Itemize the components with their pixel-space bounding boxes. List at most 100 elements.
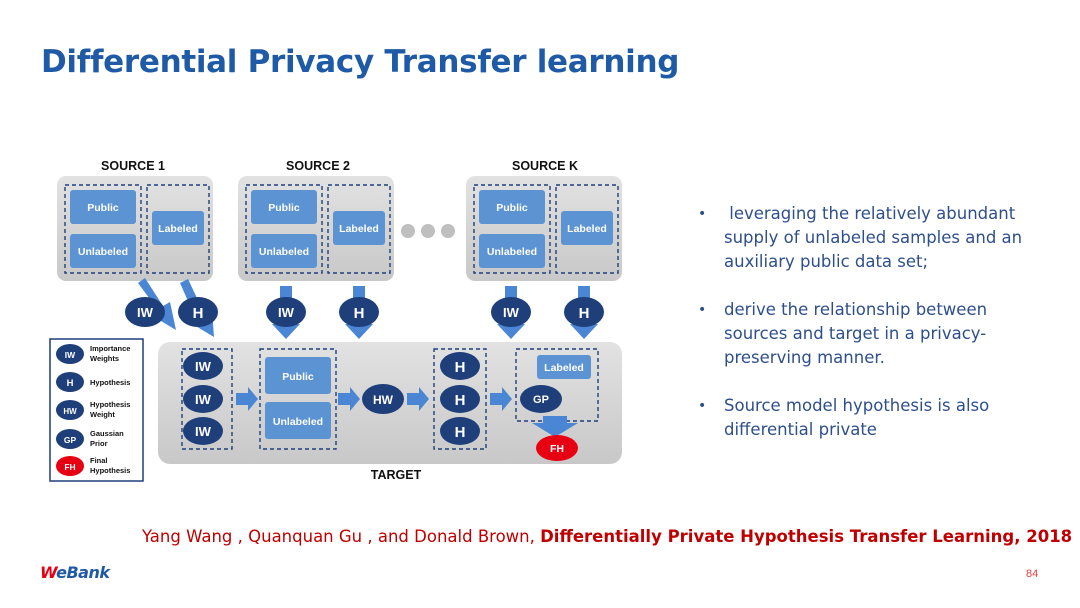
citation: Yang Wang , Quanquan Gu , and Donald Bro… xyxy=(142,527,1072,546)
source-k-unlabeled-frame xyxy=(473,184,551,274)
legend-item-hw: HW Hypothesis Weight xyxy=(56,400,130,420)
logo-text: eBank xyxy=(56,563,110,582)
target-unlabeled-box xyxy=(265,402,331,439)
target-public-box xyxy=(265,357,331,394)
target-h-frame xyxy=(433,348,487,450)
target-title: TARGET xyxy=(371,468,422,482)
arrow-to-fh xyxy=(532,416,578,437)
target-labeled-label: Labeled xyxy=(544,362,584,374)
source-1-group: SOURCE 1 Public Unlabeled Labeled xyxy=(57,159,213,281)
arrow-data-to-hw xyxy=(338,387,360,411)
source-k-labeled-box xyxy=(561,211,613,245)
citation-authors: Yang Wang , Quanquan Gu , and Donald Bro… xyxy=(142,527,541,546)
legend-gp-desc-2: Prior xyxy=(90,439,108,448)
transfer-learning-diagram: SOURCE 1 Public Unlabeled Labeled SOURCE… xyxy=(49,159,622,482)
legend-hw-abbr: HW xyxy=(63,407,77,416)
source-k-public-label: Public xyxy=(496,202,528,214)
legend-item-gp: GP Gaussian Prior xyxy=(56,429,124,449)
legend-hw-desc-2: Weight xyxy=(90,410,115,419)
target-fh-label: FH xyxy=(550,443,564,455)
source-2-iw-label: IW xyxy=(278,305,295,320)
legend-h-desc-1: Hypothesis xyxy=(90,378,130,387)
source-1-labeled-frame xyxy=(146,184,210,274)
legend-fh-desc-2: Hypothesis xyxy=(90,466,130,475)
source-k-group: SOURCE K Public Unlabeled Labeled xyxy=(466,159,622,281)
ellipsis-dots xyxy=(401,224,455,238)
target-group: TARGET IW IW IW Public Unlabeled HW H H … xyxy=(158,342,622,482)
source-2-group: SOURCE 2 Public Unlabeled Labeled xyxy=(238,159,394,281)
source-2-unlabeled-label: Unlabeled xyxy=(259,246,309,258)
legend-item-h: H Hypothesis xyxy=(56,372,130,392)
slide-title: Differential Privacy Transfer learning xyxy=(41,44,680,80)
source-2-public-label: Public xyxy=(268,202,300,214)
target-iw-node-1 xyxy=(183,352,223,380)
source-1-unlabeled-box xyxy=(70,234,136,268)
source-2-title: SOURCE 2 xyxy=(286,159,350,173)
target-hw-node xyxy=(362,384,404,414)
target-unlabeled-label: Unlabeled xyxy=(273,416,323,428)
legend-gp-desc-1: Gaussian xyxy=(90,429,124,438)
legend-fh-abbr: FH xyxy=(64,462,75,472)
legend: IW Importance Weights H Hypothesis HW Hy… xyxy=(49,338,144,482)
source-k-iw-node xyxy=(491,297,531,327)
source-1-unlabeled-label: Unlabeled xyxy=(78,246,128,258)
source-k-iw-label: IW xyxy=(503,305,520,320)
source-2-outputs: IW H xyxy=(266,286,379,339)
webank-logo: WeBank xyxy=(40,563,110,582)
target-h-node-1 xyxy=(440,352,480,380)
source-2-unlabeled-frame xyxy=(245,184,323,274)
source-2-labeled-frame xyxy=(327,184,391,274)
source-k-unlabeled-label: Unlabeled xyxy=(487,246,537,258)
legend-h-abbr: H xyxy=(67,378,74,389)
target-data-frame xyxy=(259,348,337,450)
legend-iw-abbr: IW xyxy=(65,350,76,360)
source-1-iw-label: IW xyxy=(137,305,154,320)
target-gp-node xyxy=(520,385,562,413)
source-1-public-box xyxy=(70,190,136,224)
source-2-h-node xyxy=(339,297,379,327)
source-1-public-label: Public xyxy=(87,202,119,214)
source-k-h-node xyxy=(564,297,604,327)
target-gp-label: GP xyxy=(533,394,549,406)
arrow-hw-to-h xyxy=(407,387,429,411)
bullet-item: • leveraging the relatively abundant sup… xyxy=(698,202,1028,274)
legend-item-fh: FH Final Hypothesis xyxy=(56,456,130,476)
bullet-item: • Source model hypothesis is also differ… xyxy=(698,394,1028,442)
arrow-h-to-gp xyxy=(490,387,512,411)
logo-letter-w: W xyxy=(40,563,57,582)
source-2-labeled-box xyxy=(333,211,385,245)
target-labeled-box xyxy=(537,355,591,379)
target-iw-frame xyxy=(181,348,233,450)
source-k-unlabeled-box xyxy=(479,234,545,268)
target-iw-label-1: IW xyxy=(195,359,212,374)
target-h-label-3: H xyxy=(455,424,466,441)
source-2-labeled-label: Labeled xyxy=(339,223,379,235)
target-hw-label: HW xyxy=(373,393,394,407)
source-k-outputs: IW H xyxy=(491,286,604,339)
target-iw-label-2: IW xyxy=(195,392,212,407)
bullet-dot: • xyxy=(698,206,707,222)
bullet-list: • leveraging the relatively abundant sup… xyxy=(698,202,1028,466)
legend-iw-desc-1: Importance xyxy=(90,344,130,353)
target-iw-node-3 xyxy=(183,417,223,445)
source-1-h-label: H xyxy=(193,305,204,322)
source-2-public-box xyxy=(251,190,317,224)
source-1-h-node xyxy=(178,297,218,327)
target-fh-node xyxy=(536,435,578,461)
bullet-dot: • xyxy=(698,398,707,414)
citation-paper-title: Differentially Private Hypothesis Transf… xyxy=(540,527,1073,546)
source-1-iw-node xyxy=(125,297,165,327)
source-k-labeled-label: Labeled xyxy=(567,223,607,235)
target-h-label-2: H xyxy=(455,392,466,409)
legend-hw-desc-1: Hypothesis xyxy=(90,400,130,409)
source-1-labeled-label: Labeled xyxy=(158,223,198,235)
target-iw-node-2 xyxy=(183,385,223,413)
page-number: 84 xyxy=(1026,568,1039,580)
bullet-text: derive the relationship between sources … xyxy=(724,300,988,367)
source-k-h-label: H xyxy=(579,305,590,322)
legend-fh-desc-1: Final xyxy=(90,456,108,465)
target-h-node-2 xyxy=(440,385,480,413)
source-k-public-box xyxy=(479,190,545,224)
bullet-text: leveraging the relatively abundant suppl… xyxy=(724,204,1028,271)
legend-gp-abbr: GP xyxy=(64,435,77,445)
